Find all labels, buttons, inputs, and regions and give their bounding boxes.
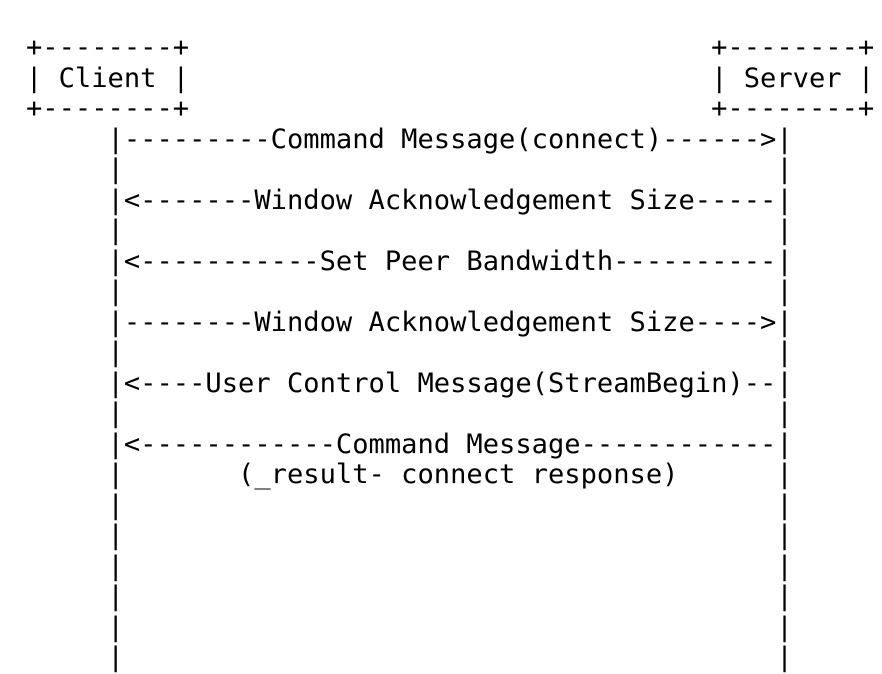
lifeline-gap: | | xyxy=(26,154,793,185)
message-command-result: |<------------Command Message-----------… xyxy=(26,428,793,460)
lifeline-tail: | | xyxy=(26,642,793,673)
message-window-ack-size-from-client: |--------Window Acknowledgement Size----… xyxy=(26,306,793,338)
message-window-ack-size-from-server: |<-------Window Acknowledgement Size----… xyxy=(26,184,793,216)
lifeline-gap: | | xyxy=(26,337,793,368)
lifeline-tail: | | xyxy=(26,489,793,521)
lifeline-tail: | | xyxy=(26,520,793,551)
client-server-box-labels: | Client | | Server | xyxy=(26,62,875,94)
lifeline-tail: | | xyxy=(26,550,793,582)
lifeline-gap: | | xyxy=(26,215,793,246)
client-server-box-top: +--------+ +--------+ xyxy=(26,32,875,63)
lifeline-tail: | | xyxy=(26,611,793,643)
message-set-peer-bandwidth: |<-----------Set Peer Bandwidth---------… xyxy=(26,245,793,277)
lifeline-gap: | | xyxy=(26,276,793,307)
lifeline-gap: | | xyxy=(26,398,793,429)
message-user-control-streambegin: |<----User Control Message(StreamBegin)-… xyxy=(26,367,793,399)
message-command-connect: |---------Command Message(connect)------… xyxy=(26,123,793,155)
lifeline-tail: | | xyxy=(26,581,793,612)
client-server-box-bottom: +--------+ +--------+ xyxy=(26,93,875,124)
sequence-diagram: +--------+ +--------+| Client | | Server… xyxy=(26,32,875,674)
message-command-result-caption: | (_result- connect response) | xyxy=(26,459,793,490)
